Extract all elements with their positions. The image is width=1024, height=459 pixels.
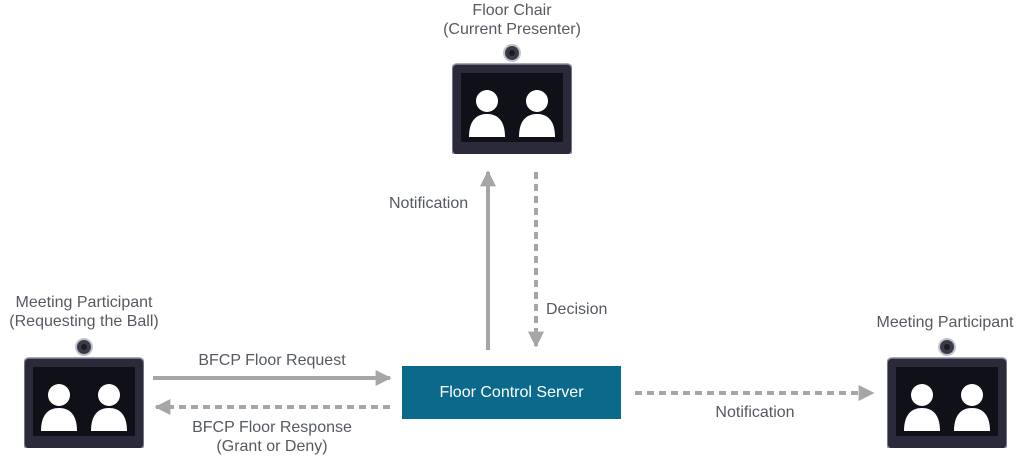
requesting-participant-label: Meeting Participant (Requesting the Ball… [0,293,168,331]
floor-chair-subtitle: (Current Presenter) [443,21,581,38]
floor-control-server-label: Floor Control Server [439,383,584,401]
requesting-participant-subtitle: (Requesting the Ball) [9,313,159,330]
notification-right-label: Notification [715,404,795,421]
floor-request-label: BFCP Floor Request [198,352,346,369]
floor-response-label: BFCP Floor Response (Grant or Deny) [160,418,384,456]
floor-response-subtitle: (Grant or Deny) [216,438,328,455]
floor-chair-device-icon [452,44,572,154]
floor-response-title: BFCP Floor Response [192,419,352,436]
floor-chair-title: Floor Chair [472,2,552,19]
decision-label: Decision [546,301,608,318]
other-participant-device-icon [887,338,1007,448]
other-participant-label: Meeting Participant [876,314,1014,331]
requesting-participant-device-icon [24,338,144,448]
requesting-participant-title: Meeting Participant [15,294,153,311]
notification-up-label: Notification [389,195,469,212]
floor-control-server-box: Floor Control Server [402,366,621,419]
floor-chair-label: Floor Chair (Current Presenter) [412,1,612,39]
